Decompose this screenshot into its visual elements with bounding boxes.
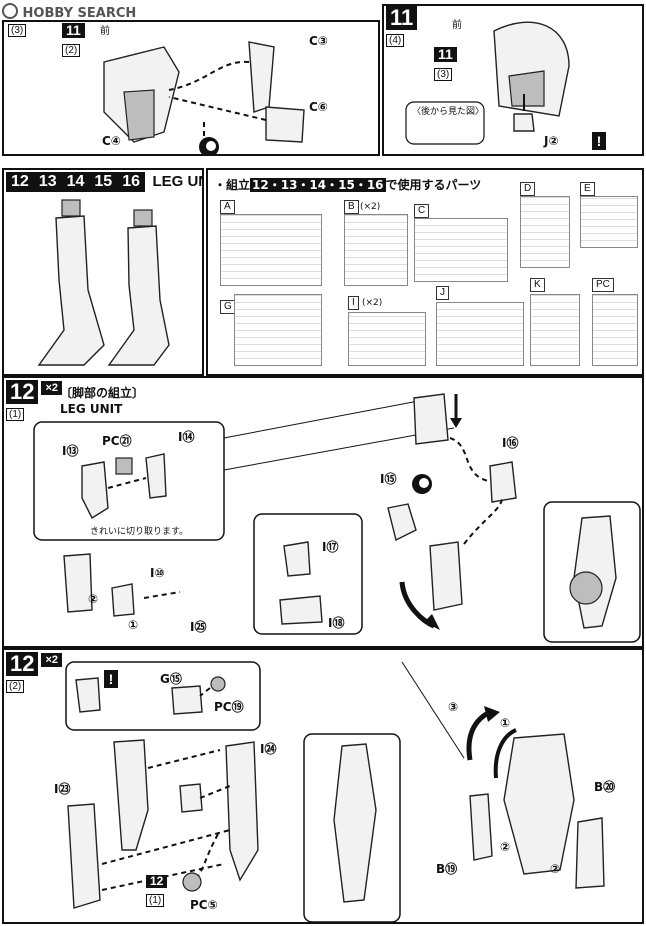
step-ref: 12 (1) xyxy=(146,872,168,908)
step-number: 12×2 (1) xyxy=(6,380,64,422)
assembly-illustration xyxy=(65,661,605,922)
part-label: I㉔ xyxy=(260,742,277,756)
part-label: I⑬ xyxy=(62,444,79,458)
runner-label-k: K xyxy=(530,278,545,292)
part-label: C④ xyxy=(102,134,121,148)
part-label: PC㉑ xyxy=(102,434,132,448)
step-ref: 11 (2) xyxy=(62,22,85,58)
runner-label-e: E xyxy=(580,182,595,196)
leg-unit-illustration xyxy=(37,199,170,366)
runner-label-b: B xyxy=(344,200,359,214)
runner-label-a: A xyxy=(220,200,235,214)
runner-a xyxy=(220,214,322,286)
part-label: I⑩ xyxy=(150,566,165,580)
section-title: LEG UNIT xyxy=(152,173,202,190)
caution-icon: ! xyxy=(592,132,606,150)
part-label: G⑮ xyxy=(160,672,182,686)
hobby-search-logo-icon xyxy=(2,3,18,19)
part-label: C⑥ xyxy=(309,100,328,114)
part-label: I㉕ xyxy=(190,620,207,634)
step-title-jp: 〔脚部の組立〕 xyxy=(60,386,145,400)
view-note: 〈後から見た図〉 xyxy=(412,107,485,117)
part-label: I⑭ xyxy=(178,430,195,444)
part-label: I㉓ xyxy=(54,782,71,796)
front-mark: 前 xyxy=(100,26,110,37)
step-ref: 11 (3) xyxy=(434,46,457,82)
runner-k xyxy=(530,294,580,366)
part-label: I⑱ xyxy=(328,616,345,630)
assembly-illustration xyxy=(405,21,570,145)
runner-b xyxy=(344,214,408,286)
runner-c xyxy=(414,218,508,282)
part-label: J② xyxy=(544,134,559,148)
step-order-number: ② xyxy=(550,862,561,876)
runner-label-d: D xyxy=(520,182,536,196)
assembly-illustration xyxy=(103,41,305,154)
front-mark: 前 xyxy=(452,20,462,31)
part-label: I⑯ xyxy=(502,436,519,450)
part-label: I⑮ xyxy=(380,472,397,486)
runner-label-pc: PC xyxy=(592,278,614,292)
runner-pc xyxy=(592,294,638,366)
runner-label-i: I xyxy=(348,296,359,310)
panel-step-11-3: (3) 11 (2) 前 C③ C⑥ C④ xyxy=(2,20,380,156)
step-order-number: ① xyxy=(500,716,511,730)
part-label: B⑳ xyxy=(594,780,616,794)
step-title-en: LEG UNIT xyxy=(60,402,123,416)
panel-step-12-1: 12×2 (1) 〔脚部の組立〕 LEG UNIT xyxy=(2,376,644,648)
part-label: I⑰ xyxy=(322,540,339,554)
runner-label-c: C xyxy=(414,204,430,218)
runner-label-j: J xyxy=(436,286,449,300)
part-label: PC⑤ xyxy=(190,898,218,912)
step-order-number: ③ xyxy=(448,700,459,714)
part-label: PC⑲ xyxy=(214,700,244,714)
part-label: B⑲ xyxy=(436,862,458,876)
step-number: 12×2 (2) xyxy=(6,652,64,694)
runner-d xyxy=(520,196,570,268)
callout-note: きれいに切り取ります。 xyxy=(90,527,189,537)
step-order-number: ② xyxy=(500,840,511,854)
runner-e xyxy=(580,196,638,248)
runner-j xyxy=(436,302,524,366)
runner-g xyxy=(234,294,322,366)
substep-number: (3) xyxy=(8,24,27,37)
part-label: C③ xyxy=(309,34,328,48)
step-order-number: ① xyxy=(128,618,139,632)
runner-qty-b: (×2) xyxy=(360,202,381,212)
panel-step-11-4: 11 (4) 前 11 (3) 〈後から見た図〉 J② ! xyxy=(382,4,644,156)
watermark: HOBBY SEARCH xyxy=(2,3,136,21)
step-number: 11 (4) xyxy=(386,6,418,48)
runner-qty-i: (×2) xyxy=(362,298,383,308)
panel-step-12-2: 12×2 (2) xyxy=(2,648,644,924)
caution-icon: ! xyxy=(104,670,118,688)
runner-i xyxy=(348,312,426,366)
assembly-illustration xyxy=(33,393,641,643)
step-order-number: ② xyxy=(88,592,99,606)
